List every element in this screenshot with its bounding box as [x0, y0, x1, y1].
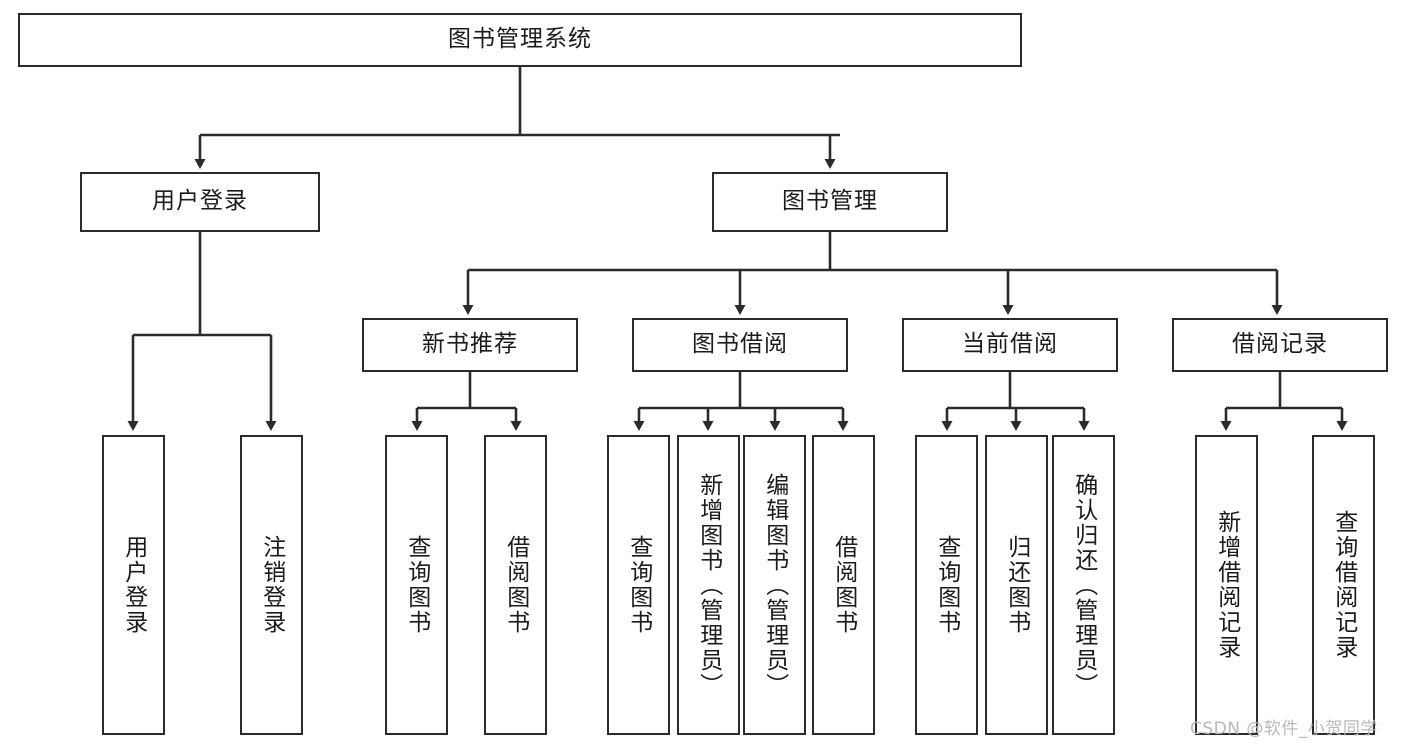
node-label: 查询图书 — [933, 535, 960, 635]
node-leaf-query-book-current[interactable]: 查询图书 — [915, 435, 978, 735]
node-label: 注销登录 — [258, 535, 285, 635]
node-label: 归还图书 — [1003, 535, 1030, 635]
node-label: 用户登录 — [120, 535, 147, 635]
node-level2-book-borrow[interactable]: 图书借阅 — [632, 318, 848, 372]
node-label: 借阅记录 — [1232, 331, 1328, 358]
node-label: 查询图书 — [403, 535, 430, 635]
node-leaf-user-login[interactable]: 用户登录 — [102, 435, 165, 735]
node-label: 新增图书（管理员） — [695, 472, 722, 698]
node-leaf-borrow-book[interactable]: 借阅图书 — [812, 435, 875, 735]
node-level2-borrow-record[interactable]: 借阅记录 — [1172, 318, 1388, 372]
node-leaf-query-book-recommend[interactable]: 查询图书 — [385, 435, 448, 735]
node-label: 新书推荐 — [422, 331, 518, 358]
node-label: 查询图书 — [625, 535, 652, 635]
node-label: 图书管理 — [782, 188, 878, 215]
node-root[interactable]: 图书管理系统 — [18, 13, 1022, 67]
node-label: 借阅图书 — [830, 535, 857, 635]
node-level1-user-login[interactable]: 用户登录 — [80, 172, 320, 232]
node-level2-new-book-recommend[interactable]: 新书推荐 — [362, 318, 578, 372]
node-leaf-edit-book-admin[interactable]: 编辑图书（管理员） — [743, 435, 806, 735]
node-level1-book-management[interactable]: 图书管理 — [712, 172, 948, 232]
node-leaf-add-book-admin[interactable]: 新增图书（管理员） — [677, 435, 740, 735]
node-leaf-query-borrow-record[interactable]: 查询借阅记录 — [1312, 435, 1375, 735]
node-label: 查询借阅记录 — [1330, 510, 1357, 660]
node-label: 新增借阅记录 — [1213, 510, 1240, 660]
node-label: 确认归还（管理员） — [1070, 472, 1097, 698]
node-leaf-borrow-book-recommend[interactable]: 借阅图书 — [484, 435, 547, 735]
node-label: 编辑图书（管理员） — [761, 472, 788, 698]
node-leaf-query-book-borrow[interactable]: 查询图书 — [607, 435, 670, 735]
node-leaf-confirm-return-admin[interactable]: 确认归还（管理员） — [1052, 435, 1115, 735]
node-leaf-add-borrow-record[interactable]: 新增借阅记录 — [1195, 435, 1258, 735]
watermark: CSDN @软件_小贺同学 — [1190, 719, 1378, 739]
node-level2-current-borrow[interactable]: 当前借阅 — [902, 318, 1118, 372]
node-label: 图书借阅 — [692, 331, 788, 358]
node-leaf-return-book[interactable]: 归还图书 — [985, 435, 1048, 735]
node-label: 用户登录 — [152, 188, 248, 215]
node-label: 当前借阅 — [962, 331, 1058, 358]
node-label: 借阅图书 — [502, 535, 529, 635]
node-label: 图书管理系统 — [448, 26, 592, 53]
node-leaf-logout[interactable]: 注销登录 — [240, 435, 303, 735]
